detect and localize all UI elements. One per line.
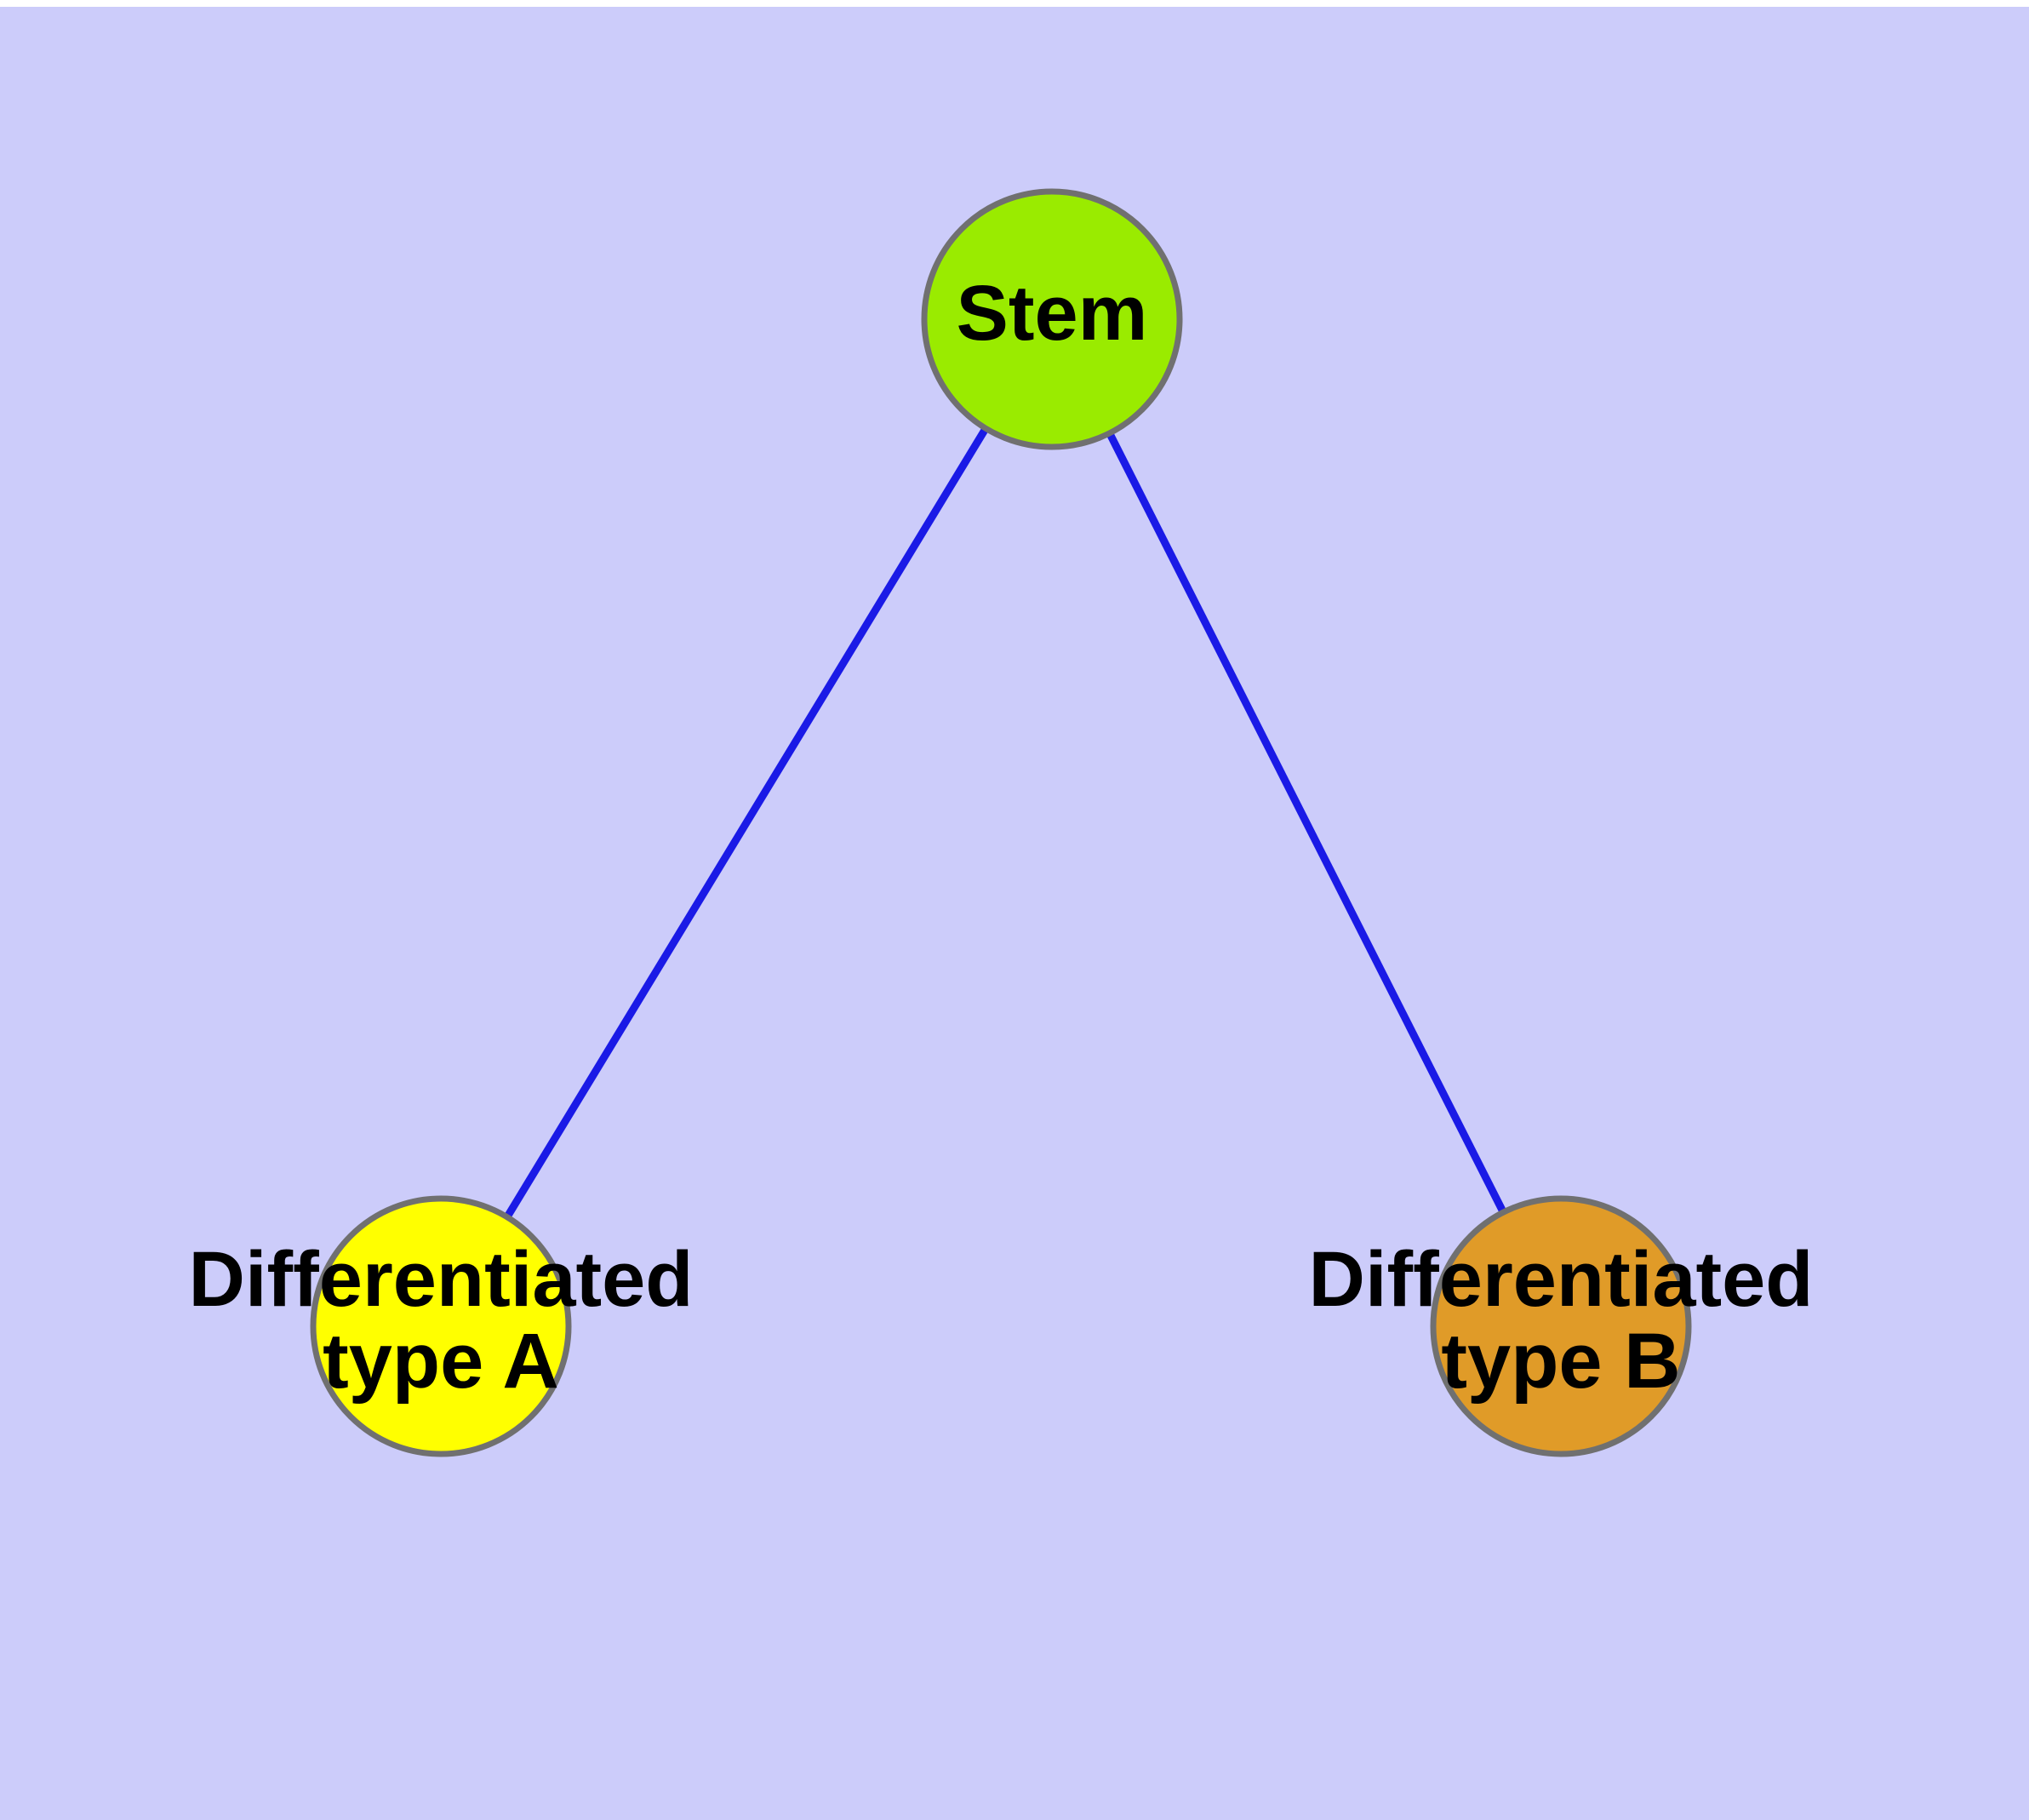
edge-stem-diff-a [501,423,992,1222]
node-label-line: type B [1441,1318,1680,1405]
node-stem[interactable]: Stem [921,188,1183,450]
node-label-stem: Stem [957,270,1148,357]
node-label-line: type A [323,1318,559,1405]
node-circle-diff-a[interactable] [310,1195,572,1457]
node-label-line: Differentiated [1309,1236,1814,1323]
edge-stem-diff-b [1104,428,1509,1217]
edges-layer [501,423,1509,1222]
node-label-line: Stem [957,270,1148,357]
node-circle-stem[interactable] [921,188,1183,450]
node-circle-diff-b[interactable] [1430,1195,1692,1457]
node-label-line: Differentiated [189,1236,694,1323]
